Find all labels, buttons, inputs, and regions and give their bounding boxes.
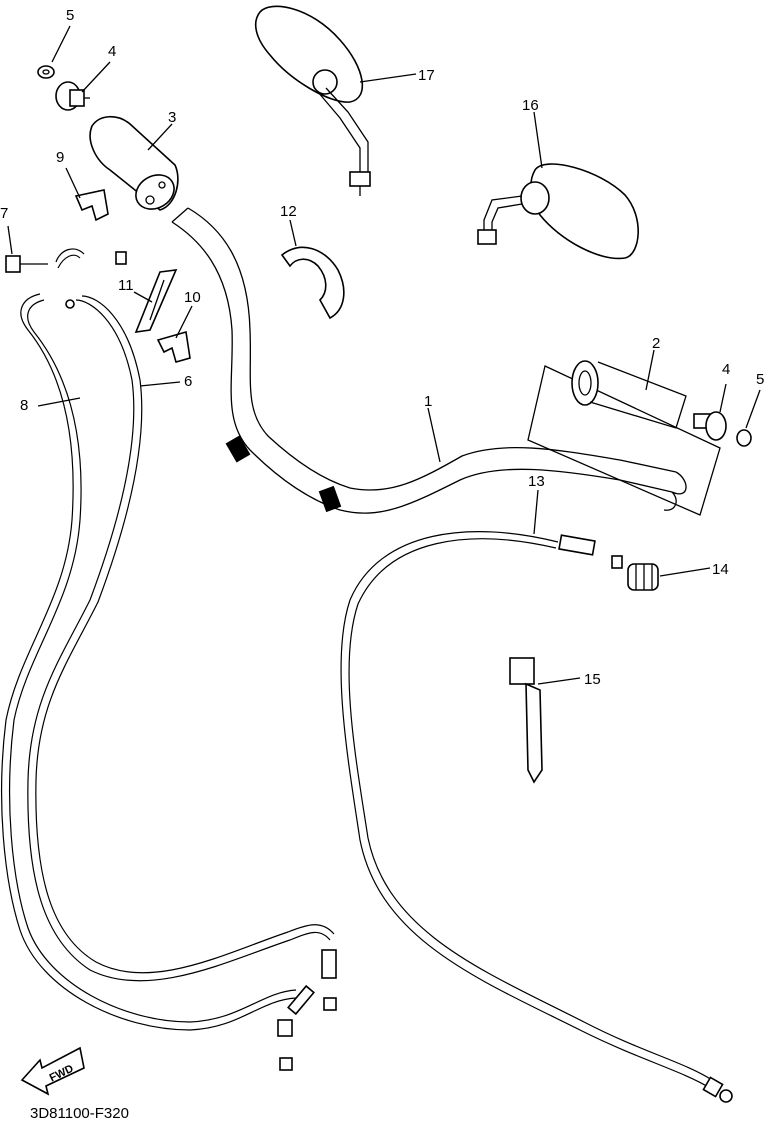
callout-10: 10: [184, 289, 201, 306]
fwd-arrow: FWD: [20, 1046, 85, 1096]
callout-11: 11: [118, 277, 134, 294]
bar-end-left-part: [55, 81, 90, 111]
washer-left-part: [37, 65, 55, 79]
callout-4-left: 4: [108, 43, 116, 60]
clip-part-11: [134, 269, 178, 333]
callout-6: 6: [184, 373, 192, 390]
clutch-cable-13: [340, 531, 733, 1103]
callout-9: 9: [56, 149, 64, 166]
callout-14: 14: [712, 561, 729, 578]
callout-5-left: 5: [66, 7, 74, 24]
callout-16: 16: [522, 97, 539, 114]
callout-12: 12: [280, 203, 297, 220]
grip-right-part: [527, 360, 721, 516]
callout-15: 15: [584, 671, 601, 688]
callout-8: 8: [20, 397, 28, 414]
grip-left-part: [89, 115, 179, 211]
mirror-right-part: [477, 163, 639, 260]
handlebar-part: [171, 207, 687, 514]
callout-labels: 1 2 3 4 4 5 5 6 7 8 9 10 11 12 13 14 15 …: [0, 7, 764, 688]
drawing-code: 3D81100-F320: [30, 1105, 129, 1122]
cable-tie-15: [509, 657, 543, 784]
bar-end-right-part: [693, 411, 727, 441]
callout-5-right: 5: [756, 371, 764, 388]
bracket-part-12: [280, 246, 345, 320]
callout-1: 1: [424, 393, 432, 410]
clamp-part-9: [74, 189, 109, 222]
screw-part-7: [5, 255, 48, 273]
callout-17: 17: [418, 67, 435, 84]
cable-fittings-top: [55, 248, 127, 309]
clamp-part-10: [156, 330, 191, 363]
callout-7: 7: [0, 205, 8, 222]
callout-4-right: 4: [722, 361, 730, 378]
washer-right-part: [736, 429, 752, 447]
throttle-cable-6: [27, 295, 337, 1011]
callout-2: 2: [652, 335, 660, 352]
leader-lines: [7, 25, 761, 685]
mirror-left-part: [254, 5, 371, 196]
cable-adjuster-14: [627, 563, 659, 591]
callout-13: 13: [528, 473, 545, 490]
throttle-cable-8: [1, 293, 315, 1071]
callout-3: 3: [168, 109, 176, 126]
